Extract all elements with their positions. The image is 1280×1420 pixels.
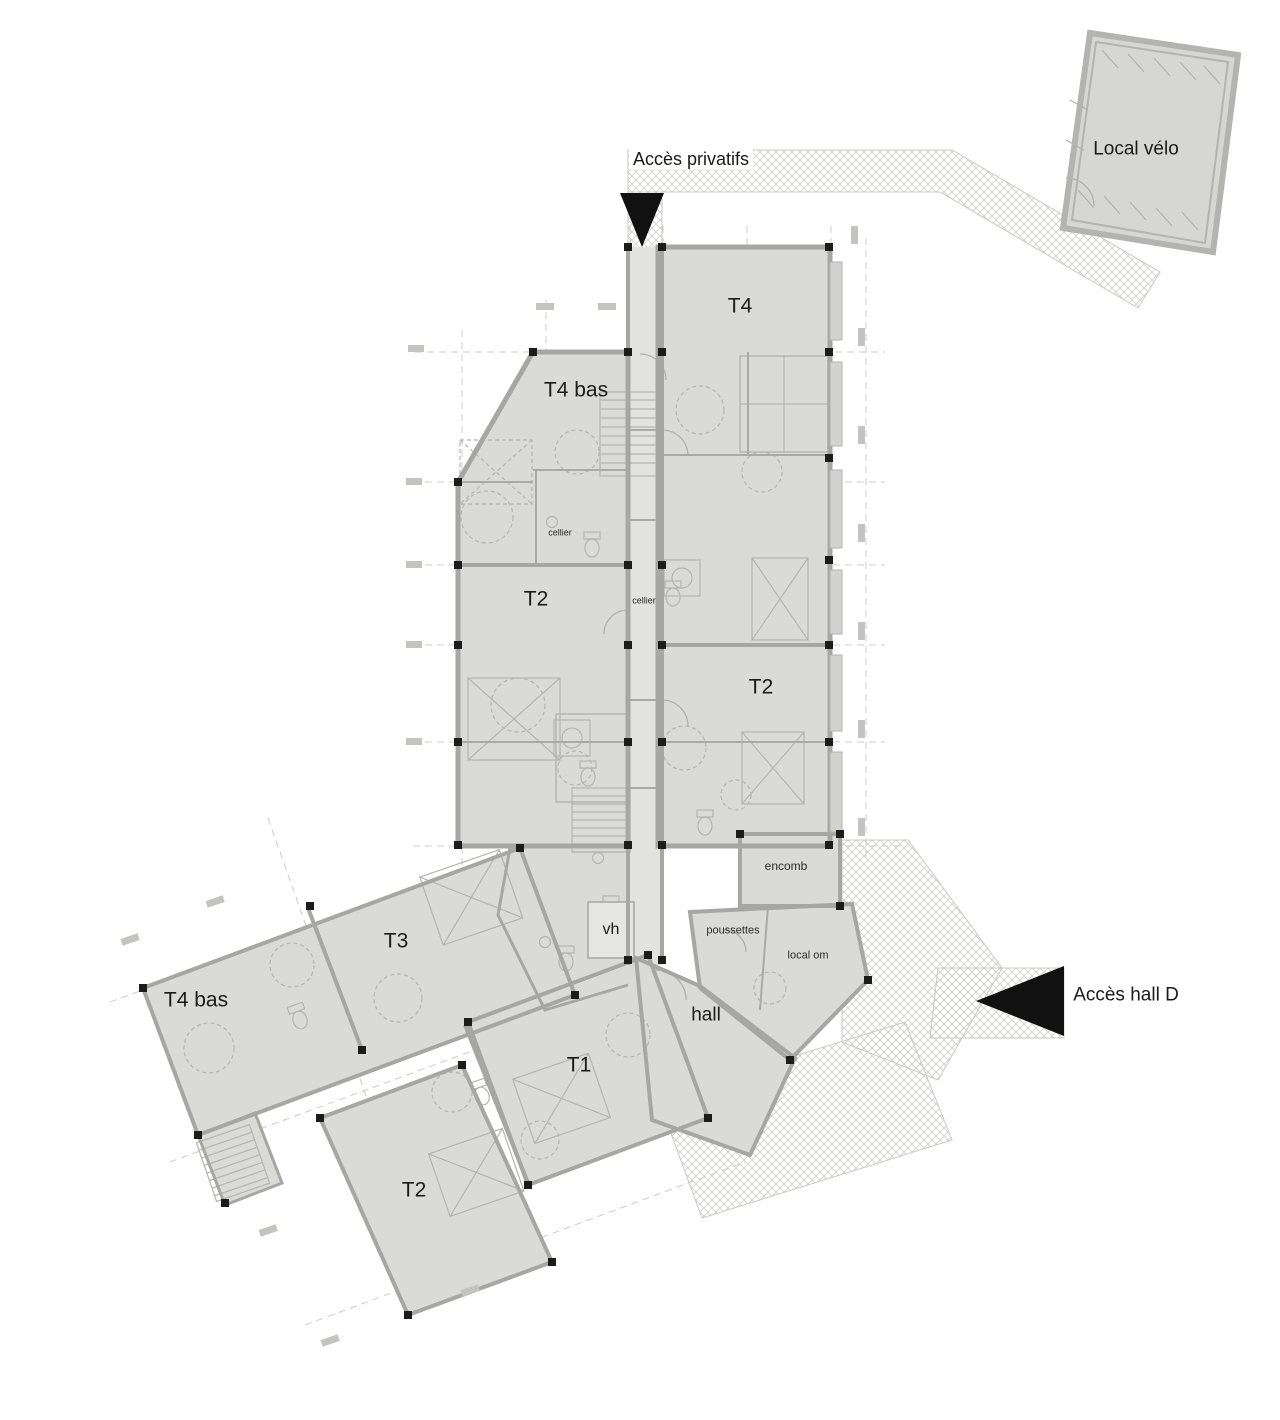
label-unit-t2-right: T2 (748, 675, 774, 699)
arrows (620, 193, 1064, 1036)
label-unit-t4-bas-top: T4 bas (543, 378, 609, 402)
label-local-om: local om (787, 949, 829, 962)
label-acces-privatifs: Accès privatifs (628, 149, 754, 169)
label-unit-t1: T1 (566, 1053, 592, 1077)
local-velo-room (1063, 33, 1238, 252)
label-local-velo: Local vélo (1093, 138, 1179, 160)
local-velo-wall (1059, 29, 1242, 256)
label-unit-t4: T4 (727, 294, 753, 318)
shower-fixtures (553, 559, 701, 757)
label-unit-t3: T3 (383, 929, 409, 953)
access-hall-d-arrow-icon (976, 966, 1064, 1036)
label-encomb: encomb (764, 859, 808, 873)
label-unit-t2-bottom: T2 (401, 1178, 427, 1202)
label-poussettes: poussettes (706, 924, 760, 937)
label-unit-t2-left: T2 (523, 587, 549, 611)
partitions (458, 352, 829, 1011)
label-unit-t4-bas-bottom: T4 bas (163, 988, 229, 1012)
label-cellier-top: cellier (548, 527, 572, 538)
grid-stubs (120, 226, 865, 1347)
label-cellier-mid: cellier (632, 595, 656, 606)
label-vh: vh (602, 921, 620, 938)
stair-lower (195, 1123, 271, 1203)
walkway-bottom (657, 1021, 953, 1219)
access-privatifs-arrow-icon (620, 193, 664, 247)
bed-symbols (419, 557, 809, 1218)
label-hall: hall (691, 1004, 721, 1026)
facade-pilasters (829, 261, 843, 833)
building-fills (143, 33, 1238, 1315)
label-acces-hall-d: Accès hall D (1073, 984, 1179, 1006)
